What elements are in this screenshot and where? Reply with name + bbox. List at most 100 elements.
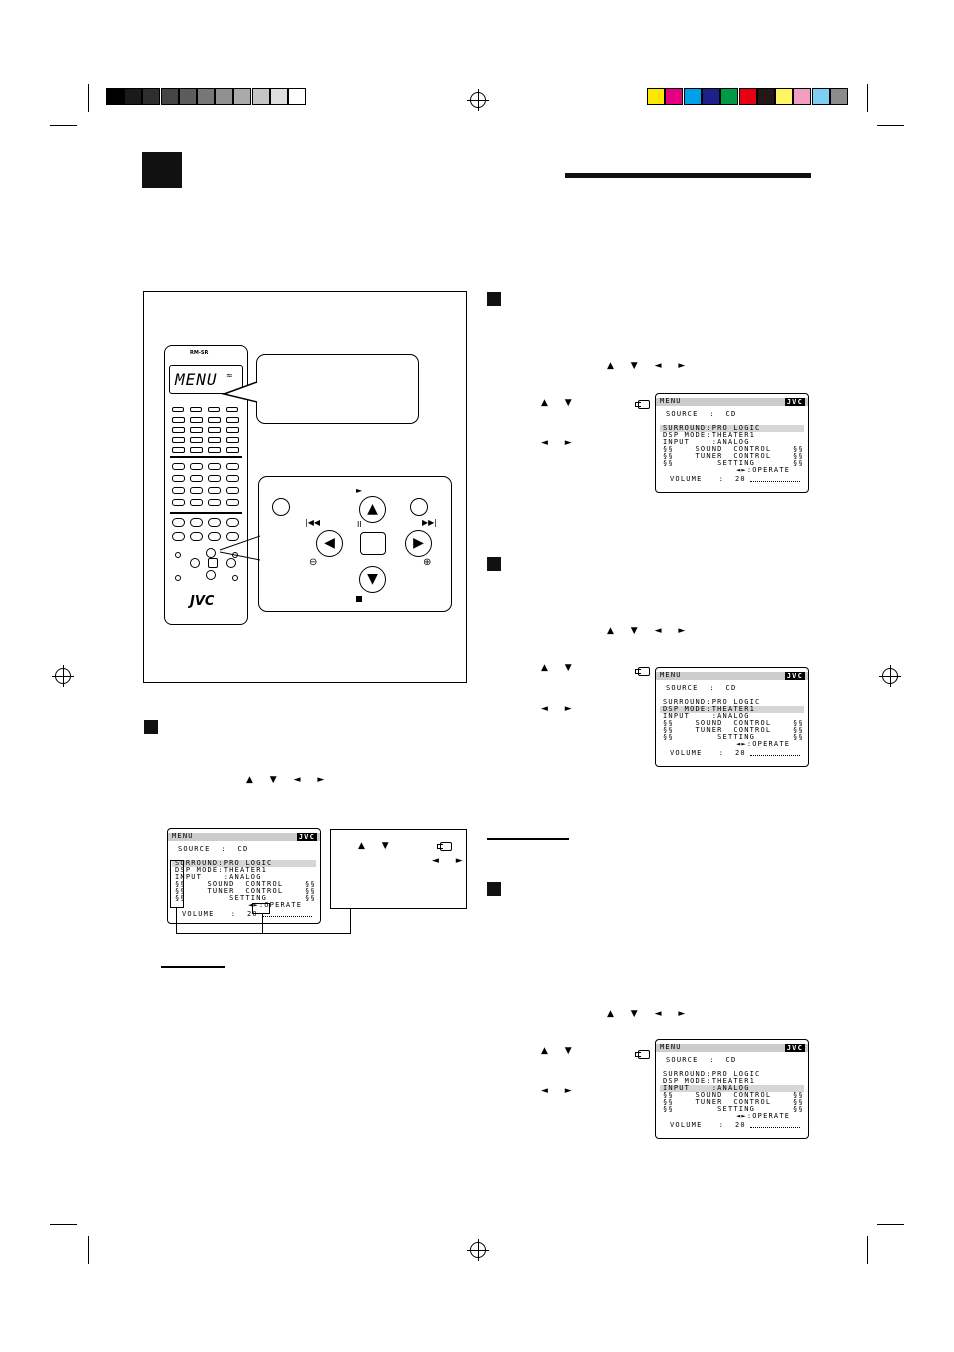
osd-operate: ◄►:OPERATE <box>736 740 791 748</box>
cursor-left-button[interactable]: ◀ <box>316 530 343 557</box>
remote-source-button[interactable] <box>190 407 202 412</box>
remote-key[interactable] <box>226 487 239 494</box>
remote-key[interactable] <box>226 518 239 527</box>
osd-input: INPUT :ANALOG <box>663 712 750 720</box>
remote-divider <box>170 512 242 514</box>
remote-key[interactable] <box>190 487 203 494</box>
osd-jvc-logo: JVC <box>784 398 805 406</box>
remote-figure-frame <box>143 291 467 683</box>
registration-mark-right <box>879 665 901 687</box>
remote-key[interactable] <box>208 437 221 443</box>
remote-key[interactable] <box>172 447 185 453</box>
osd-tuner-control: §§ TUNER CONTROL §§ <box>663 1098 804 1106</box>
remote-divider <box>170 456 242 458</box>
color-swatch <box>738 88 757 105</box>
remote-key[interactable] <box>226 499 239 506</box>
remote-key[interactable] <box>190 475 203 482</box>
remote-key[interactable] <box>226 427 239 433</box>
osd-source: SOURCE : CD <box>666 684 737 692</box>
osd-sound-control: §§ SOUND CONTROL §§ <box>663 445 804 453</box>
remote-small-key[interactable] <box>175 552 181 558</box>
remote-key[interactable] <box>190 447 203 453</box>
annotation-line-v1 <box>176 908 177 933</box>
gray-swatch <box>160 88 179 105</box>
leftright-hint-4: ◄ ► <box>541 1086 579 1096</box>
osd-title: MENU <box>660 671 682 679</box>
remote-key[interactable] <box>172 487 185 494</box>
remote-key[interactable] <box>226 417 239 423</box>
remote-key[interactable] <box>172 437 185 443</box>
osd-volume: VOLUME : 20 <box>670 475 746 483</box>
color-swatch <box>756 88 775 105</box>
callout-bubble <box>256 354 419 424</box>
cursor-up-button[interactable]: ▲ <box>359 496 386 523</box>
osd-sound-control: §§ SOUND CONTROL §§ <box>663 719 804 727</box>
remote-key[interactable] <box>190 532 203 541</box>
remote-key[interactable] <box>190 417 203 423</box>
remote-key[interactable] <box>226 475 239 482</box>
zoom-right-round-button[interactable] <box>410 498 428 516</box>
annotation-bracket-left <box>170 860 184 908</box>
osd-title-bar <box>656 672 808 680</box>
remote-up-key[interactable] <box>206 548 216 558</box>
remote-key[interactable] <box>190 437 203 443</box>
remote-key[interactable] <box>226 532 239 541</box>
remote-key[interactable] <box>172 475 185 482</box>
cursor-right-button[interactable]: ▶ <box>405 530 432 557</box>
remote-enter-key[interactable] <box>208 558 218 568</box>
remote-key[interactable] <box>190 518 203 527</box>
remote-key[interactable] <box>226 463 239 470</box>
remote-key[interactable] <box>172 499 185 506</box>
remote-key[interactable] <box>208 417 221 423</box>
remote-key[interactable] <box>226 447 239 453</box>
remote-key[interactable] <box>208 499 221 506</box>
callout-pointer <box>222 381 258 403</box>
remote-right-key[interactable] <box>226 558 236 568</box>
osd-setting: §§ SETTING §§ <box>663 733 804 741</box>
remote-key[interactable] <box>172 417 185 423</box>
gray-swatch <box>178 88 197 105</box>
osd-dsp-mode: DSP MODE:THEATER1 <box>663 431 756 439</box>
remote-down-key[interactable] <box>206 570 216 580</box>
hand-pointer-icon <box>635 400 650 409</box>
osd-dsp-mode: DSP MODE:THEATER1 <box>663 1077 756 1085</box>
cursor-down-button[interactable]: ▼ <box>359 566 386 593</box>
remote-key[interactable] <box>172 518 185 527</box>
enter-button[interactable] <box>360 532 386 555</box>
osd-input: INPUT :ANALOG <box>175 873 262 881</box>
remote-small-key[interactable] <box>232 575 238 581</box>
remote-key[interactable] <box>208 463 221 470</box>
remote-key[interactable] <box>208 532 221 541</box>
remote-key[interactable] <box>208 427 221 433</box>
remote-key[interactable] <box>208 447 221 453</box>
osd-tuner-control: §§ TUNER CONTROL §§ <box>663 726 804 734</box>
remote-source-button[interactable] <box>172 407 184 412</box>
remote-small-key[interactable] <box>175 575 181 581</box>
registration-mark-bottom <box>467 1239 489 1261</box>
remote-key[interactable] <box>172 427 185 433</box>
remote-key[interactable] <box>190 463 203 470</box>
note-rule-right <box>487 838 569 840</box>
remote-key[interactable] <box>172 463 185 470</box>
gray-swatch <box>251 88 270 105</box>
remote-key[interactable] <box>226 437 239 443</box>
updown-hint-4: ▲ ▼ <box>541 1046 579 1056</box>
remote-key[interactable] <box>190 499 203 506</box>
remote-key[interactable] <box>208 487 221 494</box>
zoom-left-round-button[interactable] <box>272 498 290 516</box>
annotation-line-v3 <box>350 908 351 933</box>
remote-source-button[interactable] <box>226 407 238 412</box>
osd-input: INPUT :ANALOG <box>663 438 750 446</box>
gray-swatch <box>215 88 234 105</box>
remote-key[interactable] <box>208 475 221 482</box>
osd-surround: SURROUND:PRO LOGIC <box>175 859 273 867</box>
remote-left-key[interactable] <box>190 558 200 568</box>
color-swatch <box>720 88 739 105</box>
remote-source-button[interactable] <box>208 407 220 412</box>
remote-key[interactable] <box>190 427 203 433</box>
remote-key[interactable] <box>172 532 185 541</box>
osd-volume: VOLUME : 20 <box>670 1121 746 1129</box>
osd-source: SOURCE : CD <box>178 845 249 853</box>
remote-key[interactable] <box>208 518 221 527</box>
